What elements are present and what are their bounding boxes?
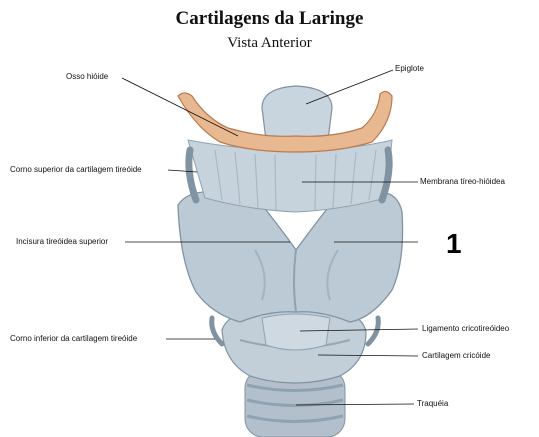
label-cartilagem-cricoide: Cartilagem cricóide (422, 351, 490, 361)
label-traqueia: Traquéia (417, 399, 448, 409)
cricothyroid-ligament (262, 314, 330, 350)
label-membrana-tireo-hioidea: Membrana tíreo-hióidea (420, 177, 505, 187)
label-corno-superior: Corno superior da cartilagem tireóide (10, 165, 142, 175)
label-osso-hioide: Osso hióide (66, 72, 108, 82)
label-epiglote: Epiglote (395, 64, 424, 74)
label-corno-inferior: Corno inferior da cartilagem tireóide (10, 334, 137, 344)
marker-number-1: 1 (446, 229, 462, 259)
label-incisura-tireoidea: Incisura tireóidea superior (16, 237, 108, 247)
label-ligamento-cricotireoideo: Ligamento cricotireóideo (422, 324, 509, 334)
